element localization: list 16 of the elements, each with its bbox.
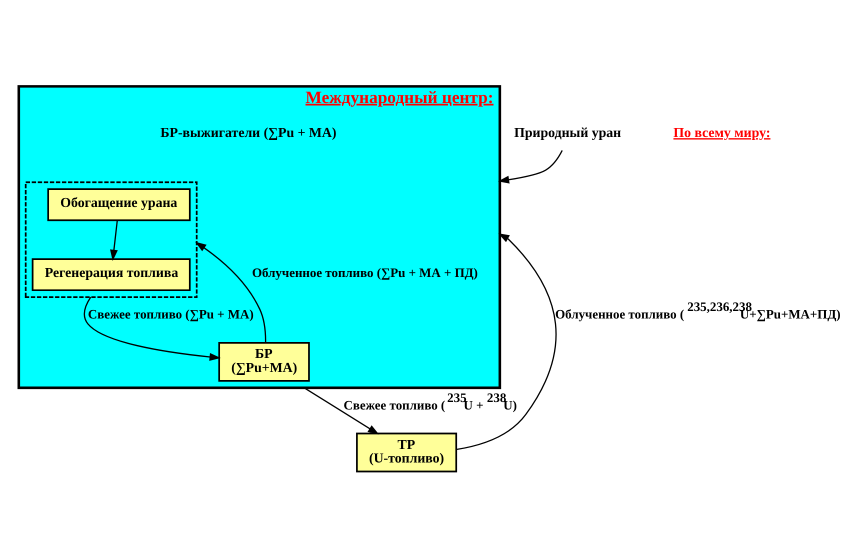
cluster (24, 181, 198, 298)
arrow (84, 296, 221, 361)
label: По всему миру: (673, 125, 770, 140)
label: БР-выжигатели (∑Pu + МА) (160, 125, 336, 140)
arrow (456, 233, 557, 450)
node-box: Обогащение урана (47, 188, 191, 222)
node-text: Природный уран (514, 125, 622, 140)
edge-label: Свежее топливо (∑Pu + МА) (88, 306, 254, 322)
arrow (195, 242, 266, 343)
node-box: ТР (U-топливо) (356, 432, 458, 472)
arrow (110, 220, 118, 261)
arrow (304, 387, 380, 435)
node-box: БР (∑Pu+МА) (218, 342, 310, 382)
arrow (498, 150, 563, 184)
edge-label: Облученное топливо (∑Pu + МА + ПД) (252, 264, 478, 280)
node-box: Регенерация топлива (32, 258, 191, 292)
